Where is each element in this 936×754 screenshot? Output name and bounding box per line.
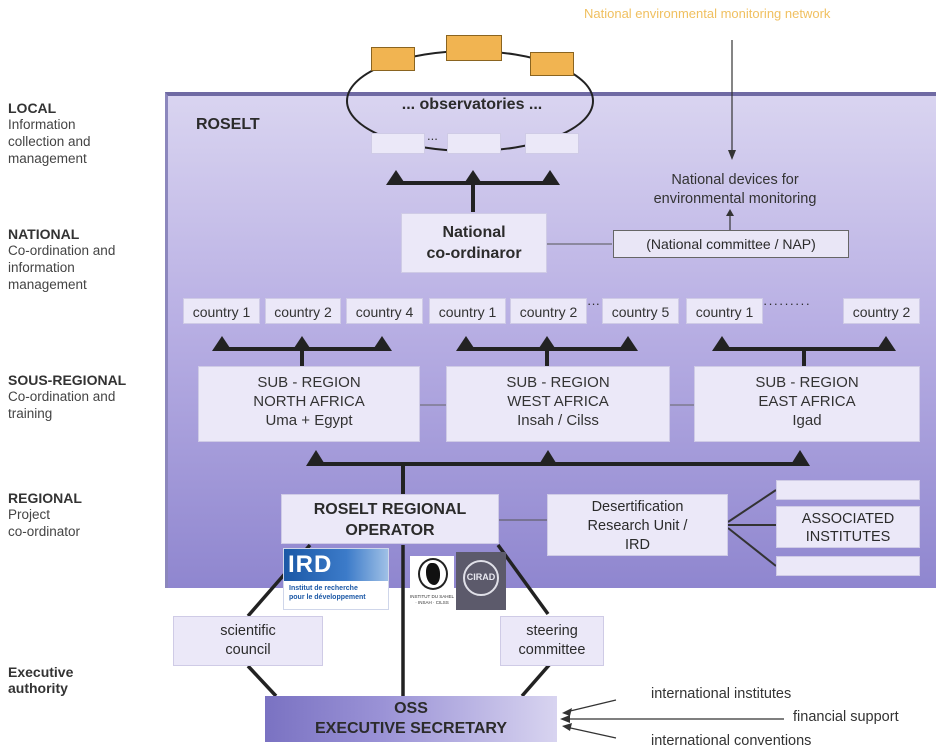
associated-institutes-line: ASSOCIATED xyxy=(801,511,895,527)
subregion-line: NORTH AFRICA xyxy=(253,393,365,410)
national-coordinator: National co-ordinaror xyxy=(401,213,547,273)
research-unit-line: Research Unit / xyxy=(587,518,688,534)
level-desc: Project xyxy=(8,507,51,522)
subregion-north-africa: SUB - REGION NORTH AFRICA Uma + Egypt xyxy=(198,366,420,442)
subregion-line: WEST AFRICA xyxy=(507,393,609,410)
country-box: country 1 xyxy=(183,298,260,324)
ird-caption-line: pour le développement xyxy=(289,594,366,601)
subregion-line: Igad xyxy=(792,412,822,429)
scientific-council: scientific council xyxy=(173,616,323,666)
level-title: LOCAL xyxy=(8,100,57,116)
ird-logo-text: IRD xyxy=(288,551,333,578)
subregion-line: SUB - REGION xyxy=(506,374,610,391)
subregion-line: SUB - REGION xyxy=(257,374,361,391)
level-sous-regional: SOUS-REGIONAL Co-ordination and training xyxy=(8,372,126,422)
level-desc: Co-ordination and xyxy=(8,243,116,258)
oss-line: OSS xyxy=(394,700,428,717)
input-financial-support: financial support xyxy=(793,709,899,725)
country-box: country 2 xyxy=(843,298,920,324)
research-unit: Desertification Research Unit / IRD xyxy=(547,494,728,556)
level-title: Executive xyxy=(8,664,74,680)
institute-box xyxy=(776,556,920,576)
level-national: NATIONAL Co-ordination and information m… xyxy=(8,226,115,293)
observatory-box xyxy=(371,133,425,154)
ird-logo-band xyxy=(284,549,388,581)
input-international-institutes: international institutes xyxy=(651,686,792,702)
network-label: National environmental monitoring networ… xyxy=(584,6,831,21)
level-title: REGIONAL xyxy=(8,490,82,506)
level-title: NATIONAL xyxy=(8,226,80,242)
cirad-logo: CIRAD xyxy=(456,552,506,610)
observatory-box xyxy=(447,133,501,154)
national-coordinator-line: National xyxy=(442,224,506,241)
steering-committee-line: committee xyxy=(518,642,586,658)
subregion-east-africa: SUB - REGION EAST AFRICA Igad xyxy=(694,366,920,442)
level-desc: Co-ordination and xyxy=(8,389,116,404)
institute-box xyxy=(776,480,920,500)
level-desc: management xyxy=(8,151,87,166)
national-devices-line: National devices for xyxy=(671,172,799,188)
country-box: country 1 xyxy=(429,298,506,324)
steering-committee-line: steering xyxy=(526,623,578,639)
oss-executive-secretary: OSS EXECUTIVE SECRETARY xyxy=(265,696,557,742)
associated-institutes-line: INSTITUTES xyxy=(805,529,891,545)
africa-icon xyxy=(418,558,448,590)
level-desc: authority xyxy=(8,680,68,696)
national-committee: (National committee / NAP) xyxy=(613,230,849,258)
observatory-dots: ... xyxy=(427,128,438,143)
subregion-line: SUB - REGION xyxy=(755,374,859,391)
observatory-block xyxy=(371,47,415,71)
level-desc: training xyxy=(8,406,53,421)
associated-institutes: ASSOCIATED INSTITUTES xyxy=(776,506,920,548)
insah-caption: INSTITUT DU SAHEL · INSAH · CILSS xyxy=(410,594,454,605)
level-desc: management xyxy=(8,277,87,292)
level-title: SOUS-REGIONAL xyxy=(8,372,127,388)
research-unit-line: IRD xyxy=(625,537,650,553)
observatory-block xyxy=(446,35,502,61)
regional-operator: ROSELT REGIONAL OPERATOR xyxy=(281,494,499,544)
subregion-line: Insah / Cilss xyxy=(517,412,599,429)
country-box: country 2 xyxy=(510,298,587,324)
country-dots: ········· xyxy=(763,296,811,311)
level-desc: Information xyxy=(8,117,76,132)
national-devices-line: environmental monitoring xyxy=(653,191,817,207)
national-devices: National devices for environmental monit… xyxy=(630,171,840,209)
observatory-block xyxy=(530,52,574,76)
cirad-text: CIRAD xyxy=(466,572,496,582)
oss-line: EXECUTIVE SECRETARY xyxy=(314,720,508,737)
level-regional: REGIONAL Project co-ordinator xyxy=(8,490,82,540)
input-international-conventions: international conventions xyxy=(651,733,812,749)
insah-logo: INSTITUT DU SAHEL · INSAH · CILSS xyxy=(410,556,454,610)
research-unit-line: Desertification xyxy=(591,499,684,515)
scientific-council-line: council xyxy=(225,642,271,658)
country-box: country 5 xyxy=(602,298,679,324)
level-desc: collection and xyxy=(8,134,91,149)
country-box: country 4 xyxy=(346,298,423,324)
country-box: country 1 xyxy=(686,298,763,324)
observatory-box xyxy=(525,133,579,154)
ird-logo: IRD Institut de recherche pour le dévelo… xyxy=(283,548,389,610)
level-local: LOCAL Information collection and managem… xyxy=(8,100,91,167)
regional-operator-line: ROSELT REGIONAL xyxy=(313,501,467,518)
level-desc: co-ordinator xyxy=(8,524,81,539)
country-dots: ··· xyxy=(587,296,600,311)
level-executive: Executive authority xyxy=(8,664,73,696)
regional-operator-line: OPERATOR xyxy=(345,522,435,539)
steering-committee: steering committee xyxy=(500,616,604,666)
subregion-west-africa: SUB - REGION WEST AFRICA Insah / Cilss xyxy=(446,366,670,442)
scientific-council-line: scientific xyxy=(220,623,276,639)
level-desc: information xyxy=(8,260,75,275)
national-coordinator-line: co-ordinaror xyxy=(426,245,522,262)
panel-title: ROSELT xyxy=(196,116,260,133)
country-box: country 2 xyxy=(265,298,341,324)
subregion-line: Uma + Egypt xyxy=(265,412,353,429)
ird-caption-line: Institut de recherche xyxy=(289,585,358,592)
cirad-ring-icon xyxy=(463,560,499,596)
ird-caption: Institut de recherche pour le développem… xyxy=(289,584,366,602)
subregion-line: EAST AFRICA xyxy=(758,393,856,410)
observatories-label: ... observatories ... xyxy=(401,96,543,113)
